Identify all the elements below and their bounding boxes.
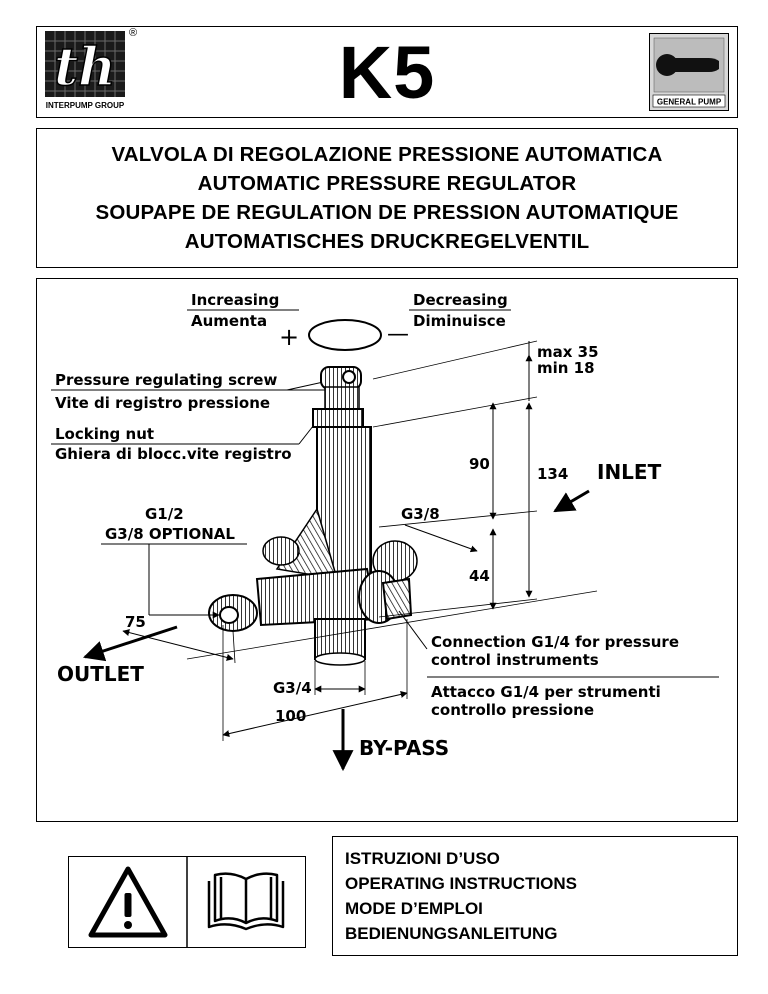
warning-icon bbox=[88, 866, 168, 938]
connection-en-2: control instruments bbox=[431, 651, 599, 669]
g12-label: G1/2 bbox=[145, 505, 184, 523]
connection-en-1: Connection G1/4 for pressure bbox=[431, 633, 679, 651]
rotation-arrow-icon bbox=[308, 319, 382, 351]
general-pump-caption: GENERAL PUMP bbox=[657, 98, 722, 107]
diagram-box: Increasing Aumenta Decreasing Diminuisce… bbox=[36, 278, 738, 822]
max-label: max 35 bbox=[537, 343, 599, 361]
bypass-label: BY-PASS bbox=[359, 736, 449, 760]
instructions-box: ISTRUZIONI D’USO OPERATING INSTRUCTIONS … bbox=[332, 836, 738, 956]
inlet-arrow-icon bbox=[553, 489, 590, 513]
inlet-label: INLET bbox=[597, 460, 662, 484]
model-name: K5 bbox=[338, 31, 436, 114]
nut-label-it: Ghiera di blocc.vite registro bbox=[55, 445, 292, 463]
diminuisce-label: Diminuisce bbox=[413, 312, 506, 330]
screw-label-en: Pressure regulating screw bbox=[55, 371, 277, 389]
safety-symbols bbox=[68, 856, 306, 948]
nut-label-en: Locking nut bbox=[55, 425, 154, 443]
dim-90: 90 bbox=[469, 455, 490, 473]
title-english: AUTOMATIC PRESSURE REGULATOR bbox=[197, 172, 577, 195]
min-label: min 18 bbox=[537, 359, 595, 377]
aumenta-label: Aumenta bbox=[191, 312, 267, 330]
minus-sign: — bbox=[387, 322, 409, 347]
connection-it-2: controllo pressione bbox=[431, 701, 594, 719]
g38-optional-label: G3/8 OPTIONAL bbox=[105, 525, 235, 543]
interpump-group-logo: th INTERPUMP GROUP bbox=[45, 31, 125, 111]
valve-body bbox=[208, 366, 418, 666]
header: th INTERPUMP GROUP ® K5 GENERAL PUMP bbox=[36, 26, 738, 118]
interpump-caption: INTERPUMP GROUP bbox=[46, 101, 125, 110]
valve-diagram: Increasing Aumenta Decreasing Diminuisce… bbox=[51, 291, 719, 772]
outlet-arrow-icon bbox=[83, 625, 178, 662]
dim-134: 134 bbox=[537, 465, 568, 483]
plus-sign: + bbox=[279, 323, 299, 351]
instructions-french: MODE D’EMPLOI bbox=[345, 899, 483, 918]
screw-label-it: Vite di registro pressione bbox=[55, 394, 270, 412]
svg-text:th: th bbox=[54, 37, 116, 98]
title-italian: VALVOLA DI REGOLAZIONE PRESSIONE AUTOMAT… bbox=[111, 143, 663, 166]
instructions-german: BEDIENUNGSANLEITUNG bbox=[345, 924, 558, 943]
title-box: VALVOLA DI REGOLAZIONE PRESSIONE AUTOMAT… bbox=[36, 128, 738, 268]
dim-44: 44 bbox=[469, 567, 490, 585]
general-pump-logo: GENERAL PUMP bbox=[649, 33, 729, 111]
connection-it-1: Attacco G1/4 per strumenti bbox=[431, 683, 661, 701]
decreasing-label: Decreasing bbox=[413, 291, 508, 309]
registered-mark: ® bbox=[129, 27, 138, 39]
instructions-italian: ISTRUZIONI D’USO bbox=[345, 849, 500, 868]
g34-label: G3/4 bbox=[273, 679, 312, 697]
instructions-english: OPERATING INSTRUCTIONS bbox=[345, 874, 578, 893]
title-french: SOUPAPE DE REGULATION DE PRESSION AUTOMA… bbox=[95, 201, 679, 224]
dim-75: 75 bbox=[125, 613, 146, 631]
g38-label: G3/8 bbox=[401, 505, 440, 523]
manual-book-icon bbox=[207, 872, 285, 931]
increasing-label: Increasing bbox=[191, 291, 279, 309]
outlet-label: OUTLET bbox=[57, 662, 144, 686]
title-german: AUTOMATISCHES DRUCKREGELVENTIL bbox=[184, 230, 590, 253]
